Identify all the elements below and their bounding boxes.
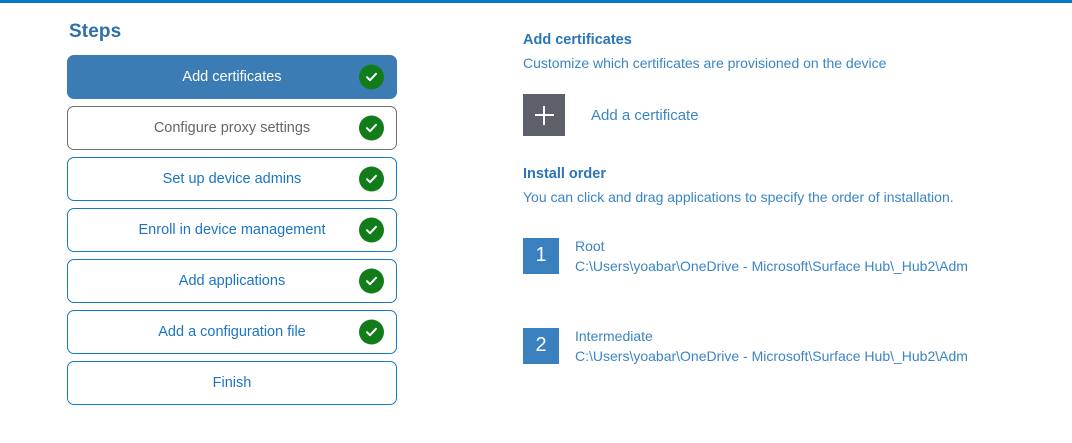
order-item-text: Root C:\Users\yoabar\OneDrive - Microsof… xyxy=(575,237,968,277)
step-add-certificates[interactable]: Add certificates xyxy=(67,55,397,99)
add-a-certificate-label: Add a certificate xyxy=(591,106,699,124)
install-order-item[interactable]: 2 Intermediate C:\Users\yoabar\OneDrive … xyxy=(523,327,968,367)
step-configure-proxy-settings[interactable]: Configure proxy settings xyxy=(67,106,397,150)
install-order-heading: Install order xyxy=(523,166,606,183)
step-label: Configure proxy settings xyxy=(153,119,311,136)
order-item-path: C:\Users\yoabar\OneDrive - Microsoft\Sur… xyxy=(575,347,968,364)
step-label: Enroll in device management xyxy=(138,221,326,238)
install-order-subtitle: You can click and drag applications to s… xyxy=(523,189,954,206)
install-order-section: Install order You can click and drag app… xyxy=(523,165,1043,366)
install-order-list: 1 Root C:\Users\yoabar\OneDrive - Micros… xyxy=(523,237,1043,367)
step-enroll-in-device-management[interactable]: Enroll in device management xyxy=(67,208,397,252)
step-label: Set up device admins xyxy=(162,170,302,187)
add-certificates-subtitle: Customize which certificates are provisi… xyxy=(523,54,887,71)
order-number-badge: 1 xyxy=(523,237,559,274)
wizard-page: Steps Add certificates Configure proxy s… xyxy=(0,3,1072,443)
check-circle-icon xyxy=(359,217,384,243)
add-a-certificate-button[interactable]: Add a certificate xyxy=(523,94,699,137)
step-label: Add a configuration file xyxy=(158,323,306,340)
plus-icon xyxy=(523,94,565,137)
steps-panel: Steps Add certificates Configure proxy s… xyxy=(67,21,397,405)
check-circle-icon xyxy=(359,166,384,192)
step-add-a-configuration-file[interactable]: Add a configuration file xyxy=(67,310,397,354)
detail-panel: Add certificates Customize which certifi… xyxy=(523,31,1043,366)
order-item-path: C:\Users\yoabar\OneDrive - Microsoft\Sur… xyxy=(575,257,968,274)
order-item-text: Intermediate C:\Users\yoabar\OneDrive - … xyxy=(575,327,968,367)
check-circle-icon xyxy=(359,268,384,294)
check-circle-icon xyxy=(359,115,384,141)
steps-title: Steps xyxy=(69,21,122,42)
check-circle-icon xyxy=(359,64,384,90)
order-item-name: Intermediate xyxy=(575,327,653,344)
order-number-badge: 2 xyxy=(523,327,559,364)
order-item-name: Root xyxy=(575,237,605,254)
check-circle-icon xyxy=(359,319,384,345)
steps-list: Add certificates Configure proxy setting… xyxy=(67,55,397,405)
step-add-applications[interactable]: Add applications xyxy=(67,259,397,303)
add-certificates-section: Add certificates Customize which certifi… xyxy=(523,31,1043,137)
step-finish[interactable]: Finish xyxy=(67,361,397,405)
top-accent-rule xyxy=(0,0,1072,3)
install-order-item[interactable]: 1 Root C:\Users\yoabar\OneDrive - Micros… xyxy=(523,237,968,277)
add-certificates-heading: Add certificates xyxy=(523,32,632,48)
step-set-up-device-admins[interactable]: Set up device admins xyxy=(67,157,397,201)
step-label: Add certificates xyxy=(182,68,282,85)
step-label: Add applications xyxy=(178,272,286,289)
step-label: Finish xyxy=(212,374,252,391)
